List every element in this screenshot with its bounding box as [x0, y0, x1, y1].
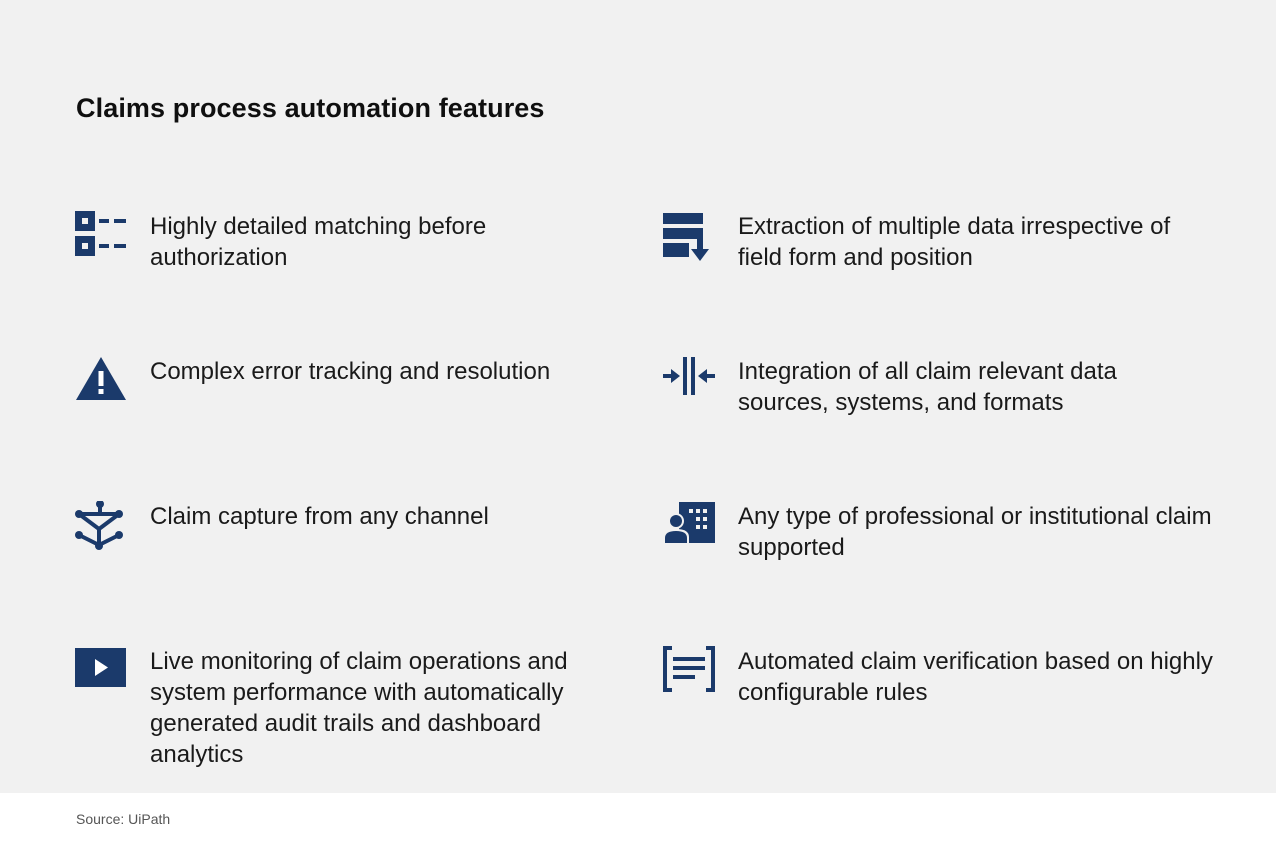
network-icon: [75, 501, 127, 553]
page-title: Claims process automation features: [76, 93, 545, 123]
source-caption: Source: UiPath: [76, 811, 171, 827]
feature-text: Live monitoring of claim operations and …: [150, 648, 568, 768]
video-play-icon: [75, 646, 127, 698]
merge-icon: [663, 356, 715, 408]
feature-text: Automated claim verification based on hi…: [738, 648, 1213, 706]
feature-text: Complex error tracking and resolution: [150, 358, 551, 385]
content-panel: Claims process automation features Highl…: [0, 0, 1276, 793]
document-rules-icon: [663, 646, 715, 698]
feature-text: Extraction of multiple data irrespective…: [738, 213, 1171, 271]
building-person-icon: [663, 501, 715, 553]
feature-text: Claim capture from any channel: [150, 503, 489, 530]
checklist-icon: [75, 211, 127, 263]
feature-text: Integration of all claim relevant data s…: [738, 358, 1117, 416]
warning-icon: [75, 356, 127, 408]
feature-text: Highly detailed matching before authoriz…: [150, 213, 487, 271]
feature-text: Any type of professional or institutiona…: [738, 503, 1212, 561]
data-extraction-icon: [663, 211, 715, 263]
